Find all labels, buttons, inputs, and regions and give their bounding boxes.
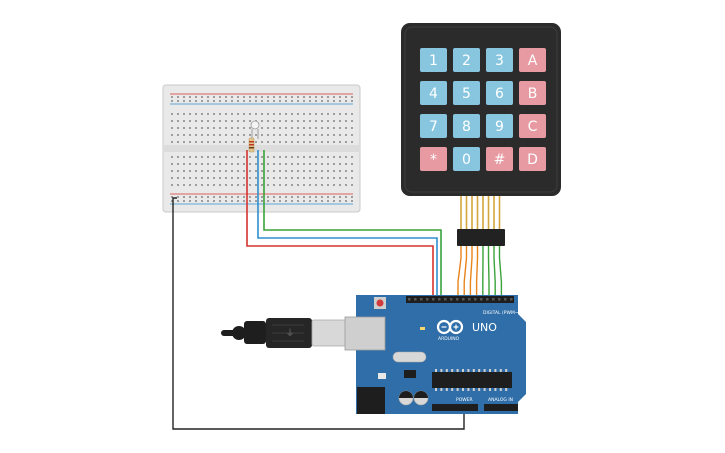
keypad-ribbon-wires: [457, 246, 503, 298]
keypad-key[interactable]: [453, 48, 480, 72]
keypad-key-label: A: [528, 53, 538, 69]
keypad-keys: 1 2 3 A 4 5 6 B 7 8 9 C * 0 # D: [420, 48, 546, 171]
analog-label: ANALOG IN: [488, 397, 513, 403]
breadboard[interactable]: [162, 84, 361, 213]
keypad-key-label: 8: [462, 119, 471, 135]
keypad-key-label: 9: [495, 119, 504, 135]
keypad-key-label: C: [528, 119, 538, 135]
wire-blue[interactable]: [257, 150, 438, 298]
breadboard-holes: [171, 96, 353, 202]
wire-red[interactable]: [246, 150, 434, 298]
keypad-key[interactable]: [420, 114, 447, 138]
keypad-key-label: D: [527, 152, 538, 168]
wire-black-ground[interactable]: [172, 197, 465, 430]
breadboard-center-channel: [163, 145, 360, 152]
keypad-key[interactable]: [519, 147, 546, 171]
keypad-key-label: 0: [462, 152, 471, 168]
keypad-key[interactable]: [420, 147, 447, 171]
keypad-wire[interactable]: [475, 246, 479, 298]
power-jack[interactable]: [357, 387, 385, 414]
keypad-key-label: 1: [429, 53, 438, 69]
keypad-key-label: #: [494, 152, 506, 168]
keypad-key[interactable]: [486, 114, 513, 138]
keypad-wire[interactable]: [463, 246, 468, 298]
led[interactable]: [250, 120, 260, 139]
keypad-wire[interactable]: [493, 246, 496, 298]
voltage-regulator: [404, 370, 416, 378]
microcontroller-chip: [432, 372, 512, 388]
model-label: UNO: [472, 321, 497, 334]
usb-cable[interactable]: ⏚: [221, 318, 349, 348]
usb-port[interactable]: [344, 316, 386, 351]
digital-label: DIGITAL (PWM~): [483, 310, 521, 316]
keypad-key[interactable]: [519, 114, 546, 138]
analog-header[interactable]: [484, 404, 518, 411]
keypad-key[interactable]: [453, 81, 480, 105]
power-header[interactable]: [432, 404, 478, 411]
resistor[interactable]: [248, 137, 255, 153]
arduino-uno-board[interactable]: DIGITAL (PWM~) POWER ANALOG IN UNO ARDUI…: [344, 295, 526, 414]
keypad-key[interactable]: [519, 81, 546, 105]
keypad-key[interactable]: [420, 48, 447, 72]
keypad-key[interactable]: [453, 114, 480, 138]
keypad-key-label: 4: [429, 86, 438, 102]
reset-button-cap: [376, 299, 384, 307]
wire-green[interactable]: [263, 150, 442, 298]
keypad-wire[interactable]: [457, 246, 462, 298]
keypad-key[interactable]: [420, 81, 447, 105]
on-led: [420, 327, 425, 330]
keypad-key[interactable]: [519, 48, 546, 72]
power-label: POWER: [456, 397, 473, 403]
keypad-key[interactable]: [486, 48, 513, 72]
keypad-key-label: 7: [429, 119, 438, 135]
keypad-key[interactable]: [486, 81, 513, 105]
keypad-key-label: *: [430, 152, 437, 168]
wires: [172, 150, 503, 430]
keypad-key[interactable]: [453, 147, 480, 171]
usb-icon: ⏚: [285, 328, 294, 339]
keypad-key-label: 6: [495, 86, 504, 102]
keypad-key[interactable]: [486, 147, 513, 171]
crystal: [392, 351, 427, 363]
digital-header[interactable]: [406, 296, 514, 303]
keypad-wire[interactable]: [498, 246, 503, 298]
keypad-wire[interactable]: [487, 246, 490, 298]
keypad-key-label: 3: [495, 53, 504, 69]
brand-label: ARDUINO: [438, 336, 460, 342]
keypad-key-label: 2: [462, 53, 471, 69]
arduino-logo-icon: [436, 319, 464, 335]
keypad-pins: [460, 196, 501, 230]
keypad-connector[interactable]: [457, 229, 505, 246]
keypad-key-label: 5: [462, 86, 471, 102]
keypad[interactable]: 1 2 3 A 4 5 6 B 7 8 9 C * 0 # D: [401, 23, 561, 246]
keypad-wire[interactable]: [469, 246, 473, 298]
keypad-key-label: B: [528, 86, 538, 102]
smd-component: [378, 373, 386, 379]
